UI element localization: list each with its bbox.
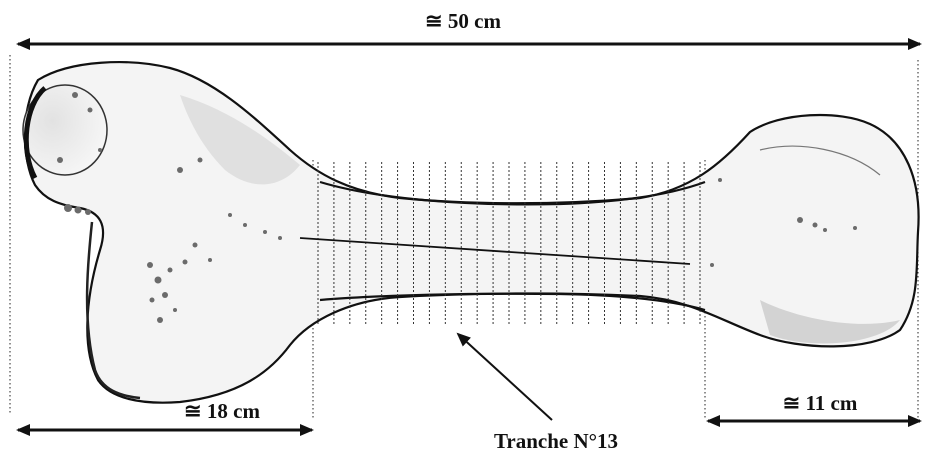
total-length-label: ≅ 50 cm — [425, 9, 501, 33]
femur-outline — [23, 61, 920, 404]
head-rim — [23, 86, 47, 180]
proximal-length-label: ≅ 18 cm — [184, 399, 260, 423]
shaft-diagonal-line — [299, 237, 691, 265]
slice-lines — [317, 162, 701, 325]
condyle-detail — [759, 145, 881, 176]
femur-bone — [22, 61, 920, 404]
shaft-bottom-edge — [319, 292, 706, 312]
slice-pointer-arrow — [456, 332, 553, 421]
slice-label: Tranche N°13 — [494, 429, 618, 453]
femoral-head — [22, 84, 108, 176]
inner-contour — [85, 221, 141, 400]
neck-shade — [180, 95, 300, 185]
distal-length-label: ≅ 11 cm — [783, 391, 858, 415]
condyle-shade — [760, 300, 900, 344]
shaft-top-edge — [319, 180, 706, 206]
bone-texture-spots — [57, 92, 857, 323]
